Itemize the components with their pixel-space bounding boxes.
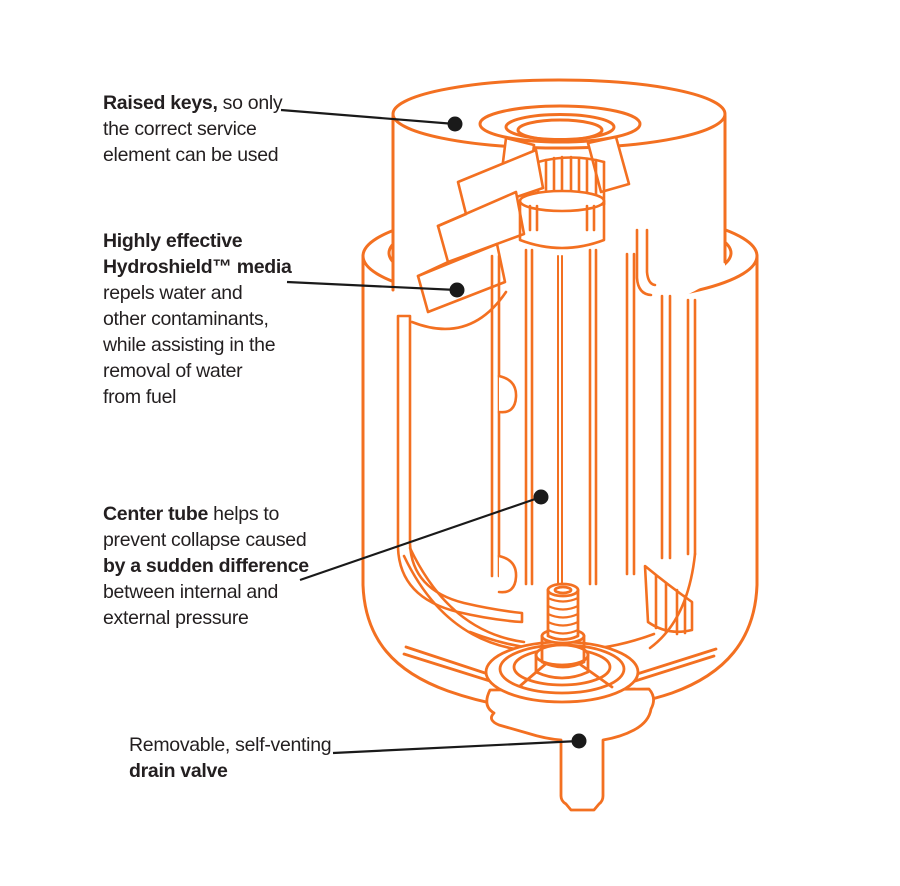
stud-threads bbox=[546, 596, 580, 635]
tube-clip-lower bbox=[497, 554, 518, 594]
valve-spoke-left bbox=[518, 660, 550, 688]
callout-text-line: by a sudden difference bbox=[103, 555, 309, 577]
callout-text-line: between internal and bbox=[103, 581, 279, 603]
collar-tab-right bbox=[585, 204, 596, 232]
callout-text-line: while assisting in the bbox=[103, 334, 276, 356]
element-wall-right-1 bbox=[660, 294, 672, 560]
element-wall-right-2 bbox=[686, 298, 697, 556]
tube-collar-top bbox=[518, 189, 606, 213]
collar-tab-left bbox=[528, 204, 539, 232]
end-cap-right bbox=[648, 552, 697, 650]
filter-element bbox=[396, 189, 697, 656]
leader-dot-center-tube bbox=[533, 489, 549, 505]
end-cap-left-inner bbox=[408, 546, 526, 644]
callout-text-line: Highly effective bbox=[103, 230, 243, 252]
callout-text-line: the correct service bbox=[103, 118, 257, 140]
bowl-floor-sliver-left bbox=[402, 645, 492, 683]
callout-text-line: Removable, self-venting bbox=[129, 734, 332, 756]
callout-drain-valve: Removable, self-venting drain valve bbox=[129, 732, 332, 784]
key-step-riser-1 bbox=[436, 212, 468, 228]
center-tube-left bbox=[524, 248, 534, 586]
cap-recess-inner bbox=[516, 118, 604, 142]
callout-center-tube: Center tube helps to prevent collapse cau… bbox=[103, 501, 309, 631]
leader-dot-raised-keys bbox=[447, 116, 463, 132]
cap-skirt-right bbox=[635, 228, 657, 297]
end-cap-left-outer bbox=[402, 554, 524, 652]
callout-text-line: from fuel bbox=[103, 386, 177, 408]
callout-text-line: drain valve bbox=[129, 760, 228, 782]
leader-dot-hydroshield bbox=[449, 282, 465, 298]
callout-text-line: Hydroshield™ media bbox=[103, 256, 292, 278]
leader-dot-drain-valve bbox=[571, 733, 587, 749]
valve-body-and-drain-tube bbox=[485, 687, 655, 812]
tube-clip-upper bbox=[497, 374, 518, 414]
drain-valve bbox=[402, 582, 718, 812]
media-hatch-lines bbox=[654, 574, 687, 636]
media-wall-right bbox=[625, 252, 636, 576]
callout-leaders bbox=[280, 108, 587, 755]
media-wall-left bbox=[490, 254, 501, 578]
leader-hydroshield bbox=[286, 280, 458, 292]
threaded-stud-bore bbox=[553, 585, 573, 595]
tube-collar-body bbox=[518, 199, 606, 250]
callout-text-line: element can be used bbox=[103, 144, 279, 166]
callout-text-line: Center tube helps to bbox=[103, 503, 280, 525]
callout-text-line: removal of water bbox=[103, 360, 243, 382]
callout-text-line: other contaminants, bbox=[103, 308, 269, 330]
leader-raised-keys bbox=[280, 108, 456, 126]
callout-text-line: repels water and bbox=[103, 282, 243, 304]
key-step-3 bbox=[416, 242, 507, 314]
threaded-stud-top bbox=[546, 582, 580, 598]
callout-text-line: external pressure bbox=[103, 607, 249, 629]
callout-text-line: prevent collapse caused bbox=[103, 529, 307, 551]
leader-center-tube bbox=[299, 495, 542, 582]
stud-base-sides bbox=[540, 634, 586, 669]
valve-hub-sides bbox=[534, 653, 590, 680]
center-tube-back bbox=[557, 255, 563, 585]
center-tube-right bbox=[588, 248, 598, 586]
stud-sides bbox=[546, 588, 580, 641]
leader-drain-valve bbox=[332, 739, 580, 755]
media-cut-left-outer bbox=[396, 314, 524, 624]
bowl-floor-sliver-right bbox=[633, 647, 718, 683]
callout-text-line: Raised keys, so only bbox=[103, 92, 283, 114]
key-step-riser-2 bbox=[416, 260, 450, 278]
callout-raised-keys: Raised keys, so only the correct service e… bbox=[103, 90, 283, 168]
